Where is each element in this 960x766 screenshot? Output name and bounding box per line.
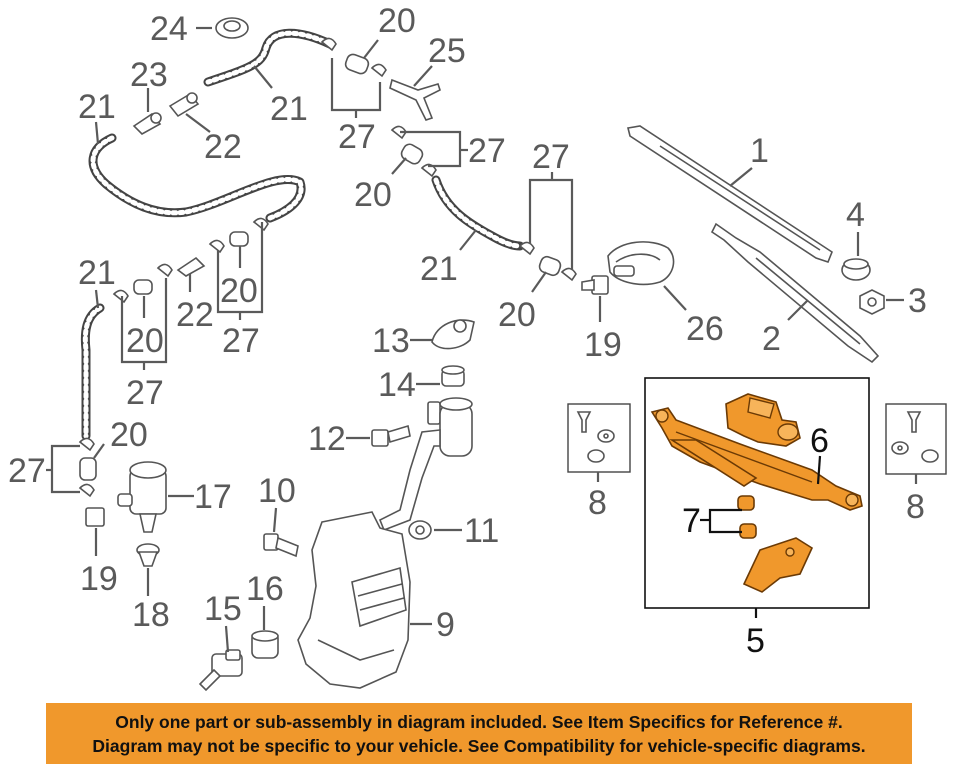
callout-8: 8 (588, 484, 607, 522)
callout-6: 6 (810, 422, 829, 460)
hardware-box-8-right (885, 403, 947, 475)
grommet-24 (215, 17, 249, 39)
callout-15: 15 (204, 590, 242, 628)
washer-pump-17 (117, 461, 167, 533)
callout-20: 20 (378, 2, 416, 40)
callout-11: 11 (464, 512, 499, 550)
filler-neck (378, 397, 473, 532)
seal-14 (441, 365, 465, 387)
disclaimer-banner: Only one part or sub-assembly in diagram… (46, 703, 912, 764)
nozzle-23 (132, 112, 162, 135)
washer-hose-center (431, 175, 525, 251)
washer-hose-upper-loop (88, 28, 335, 223)
callout-20: 20 (498, 296, 536, 334)
callout-2: 2 (762, 320, 781, 358)
callout-13: 13 (372, 322, 410, 360)
hardware-box-8-left (567, 403, 631, 473)
sleeve-20-right (518, 241, 577, 282)
callout-18: 18 (132, 596, 170, 634)
callout-27: 27 (468, 132, 506, 170)
callout-9: 9 (436, 606, 455, 644)
callout-21: 21 (270, 90, 308, 128)
grommet-11 (408, 520, 432, 540)
callout-5: 5 (746, 622, 765, 660)
callout-1: 1 (750, 132, 769, 170)
grommet-18 (136, 543, 160, 567)
sensor-15 (198, 649, 243, 692)
callout-10: 10 (258, 472, 296, 510)
callout-21: 21 (78, 254, 116, 292)
callout-26: 26 (686, 310, 724, 348)
clips-27-left (78, 437, 105, 527)
connector-22-lower (176, 256, 206, 277)
nut-3 (859, 289, 885, 315)
callout-27: 27 (338, 118, 376, 156)
callout-25: 25 (428, 32, 466, 70)
callout-7: 7 (682, 502, 701, 540)
wiper-linkage-assembly-5 (644, 377, 870, 609)
bolt-10 (263, 533, 299, 558)
disclaimer-line-2: Diagram may not be specific to your vehi… (92, 735, 866, 756)
callout-21: 21 (78, 88, 116, 126)
sleeve-20-mid (390, 125, 437, 178)
callout-19: 19 (80, 560, 118, 598)
callout-8: 8 (906, 488, 925, 526)
leader-lines (46, 26, 918, 653)
callout-27: 27 (8, 452, 46, 490)
callout-3: 3 (908, 282, 927, 320)
callout-17: 17 (194, 478, 232, 516)
callout-20: 20 (354, 176, 392, 214)
wiper-blade-1 (627, 125, 833, 263)
filler-cap-13 (431, 319, 475, 350)
callout-27: 27 (532, 138, 570, 176)
callout-21: 21 (420, 250, 458, 288)
callout-20: 20 (220, 272, 258, 310)
cap-4 (841, 258, 871, 281)
connector-22-upper (168, 92, 200, 118)
callout-12: 12 (308, 420, 346, 458)
callout-22: 22 (176, 296, 214, 334)
y-connector-25 (389, 78, 441, 121)
callout-27: 27 (126, 374, 164, 412)
washer-hose-vertical (80, 303, 105, 441)
sleeve-20-top (320, 37, 387, 78)
callout-23: 23 (130, 56, 168, 94)
callout-16: 16 (246, 570, 284, 608)
callout-22: 22 (204, 128, 242, 166)
callout-14: 14 (378, 366, 416, 404)
bolt-12 (371, 424, 411, 447)
callout-19: 19 (584, 326, 622, 364)
callout-labels: 24 23 22 21 21 20 27 25 27 20 27 21 20 1… (8, 2, 927, 660)
clip-19-right (581, 275, 609, 295)
callout-24: 24 (150, 10, 188, 48)
callout-27: 27 (222, 322, 260, 360)
disclaimer-line-1: Only one part or sub-assembly in diagram… (115, 711, 843, 732)
callout-20: 20 (110, 416, 148, 454)
grommet-16 (251, 630, 279, 659)
callout-20: 20 (126, 322, 164, 360)
washer-nozzle-26 (607, 241, 675, 286)
reservoir-9 (297, 511, 411, 689)
callout-4: 4 (846, 196, 865, 234)
